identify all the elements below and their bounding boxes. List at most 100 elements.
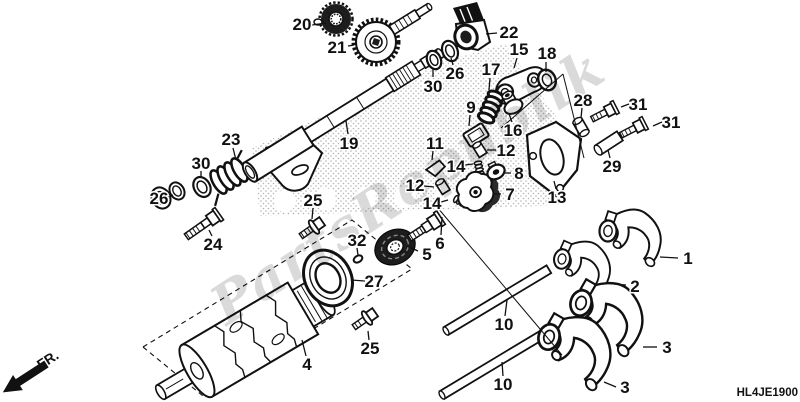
part-label-17: 17 [482,60,501,79]
leader-line-10 [504,299,508,317]
arm-collar [501,90,524,115]
leader-line-13 [553,180,557,190]
leader-line-10 [501,361,504,377]
gearshift-arm-holder [453,2,492,52]
part-label-23: 23 [222,130,241,149]
part-label-4: 4 [302,355,312,374]
leader-line-16 [508,113,513,123]
part-label-3: 3 [662,338,671,357]
bearing-setting-plate [525,120,583,198]
part-label-14: 14 [447,157,466,176]
part-label-1: 1 [683,249,692,268]
leader-line-11 [431,150,434,161]
lock-washer [192,175,212,199]
flange-bolt [351,306,380,331]
leader-line-20 [311,22,327,26]
flanged-grommet [486,160,506,181]
leader-line-26 [450,57,454,66]
leader-line-1 [659,256,679,259]
part-label-22: 22 [500,23,519,42]
part-label-20: 20 [293,15,312,34]
hex-bolt [183,206,225,241]
part-label-16: 16 [504,121,523,140]
part-label-32: 32 [348,231,367,250]
part-label-5: 5 [422,245,431,264]
part-label-27: 27 [365,272,384,291]
leader-line-17 [488,77,491,91]
leader-line-19 [345,120,349,135]
spindle-lock-washer [425,49,443,71]
part-label-15: 15 [510,40,529,59]
arrow-icon [2,360,49,393]
leader-line-2 [613,283,627,286]
fork-shaft [438,328,549,401]
part-label-25: 25 [361,339,380,358]
part-label-19: 19 [340,134,359,153]
part-label-26: 26 [150,189,169,208]
part-label-2: 2 [630,277,639,296]
part-label-31: 31 [629,95,648,114]
part-label-9: 9 [466,98,475,117]
leader-line-31 [652,121,663,127]
part-label-10: 10 [495,315,514,334]
leader-line-25 [311,207,314,220]
flange-bolt [589,99,621,123]
part-label-6: 6 [435,234,444,253]
drum-shifter-cam [455,170,501,213]
part-label-12: 12 [406,176,425,195]
part-label-21: 21 [328,38,347,57]
return-spring [209,149,249,207]
leader-line-5 [406,245,419,252]
shift-fork-center [526,305,621,397]
part-label-18: 18 [538,44,557,63]
leader-line-29 [607,149,611,159]
leader-line-6 [440,216,443,236]
gearshift-spindle [241,47,445,192]
part-label-26: 26 [446,64,465,83]
leader-line-25 [367,330,370,341]
part-label-13: 13 [548,188,567,207]
flange-bolt [618,115,650,139]
diagram-code: HL4JE1900 [737,387,798,399]
leader-line-22 [485,32,498,35]
arm-return-spring [476,89,506,125]
primary-gear [351,2,433,67]
leader-line-28 [580,107,583,119]
part-label-10: 10 [494,375,513,394]
part-label-14: 14 [423,194,442,213]
part-label-28: 28 [574,91,593,110]
radial-ball-bearing [302,248,354,308]
part-label-30: 30 [192,154,211,173]
pawl-pin [434,178,452,196]
leader-line-9 [468,114,471,127]
flange-bolt [298,215,327,240]
leader-line-14 [440,199,449,203]
leader-line-31 [620,103,630,108]
ratchet-pawl [424,159,447,178]
part-label-25: 25 [304,191,323,210]
part-label-12: 12 [497,141,516,160]
leader-line-21 [347,44,355,47]
leader-line-14 [464,163,474,166]
part-label-31: 31 [662,113,681,132]
drum-bolt [406,209,447,242]
part-label-7: 7 [505,185,514,204]
idler-gear [313,1,354,37]
washer-pair [150,181,186,210]
distance-collar [593,130,625,156]
dowel-pin [352,254,364,264]
leader-line-23 [232,147,237,161]
part-label-24: 24 [204,235,223,254]
part-label-11: 11 [426,134,444,153]
part-label-30: 30 [424,77,443,96]
part-label-8: 8 [514,164,523,183]
leader-line-3 [603,381,617,388]
leader-line-26 [166,194,174,198]
fr-direction-arrow: FR. [2,347,61,393]
spindle-washer [440,39,460,63]
leader-line-4 [301,339,307,357]
pawl-pin [471,141,489,159]
